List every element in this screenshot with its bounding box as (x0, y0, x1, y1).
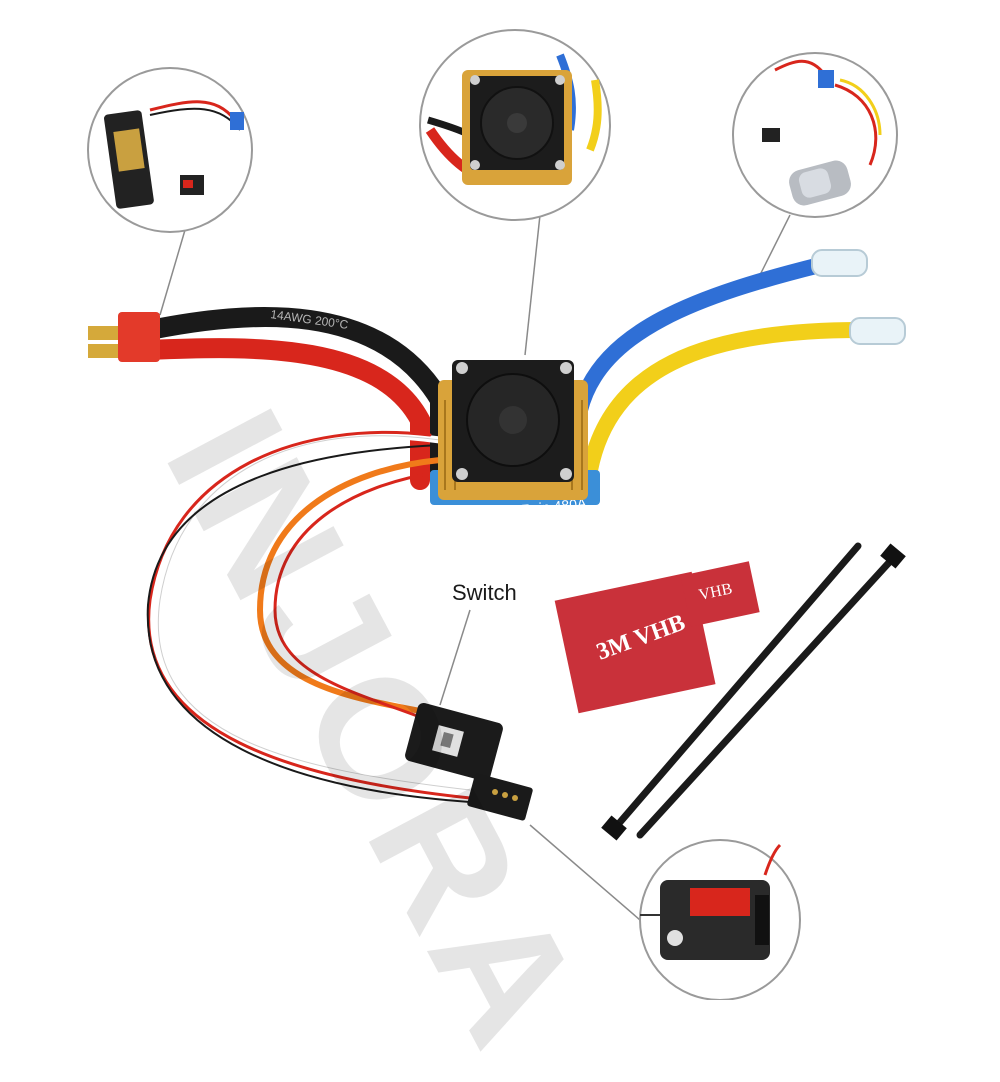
callout-lines (159, 214, 791, 921)
servo-plug (467, 773, 533, 821)
callout-battery (87, 67, 253, 233)
vhb-tape-large: 3M VHB (554, 571, 716, 714)
callout-receiver (639, 839, 801, 1000)
bullet-connectors (811, 249, 906, 345)
callout-motor (732, 52, 898, 218)
esc-switch (405, 702, 503, 782)
cable-ties (601, 542, 906, 841)
switch-label: Switch (452, 580, 517, 605)
esc-unit: New Rain 480A (430, 360, 600, 521)
signal-wires (146, 430, 474, 803)
callout-esc-detail (419, 29, 611, 221)
tape-text-small: VHB (697, 580, 734, 604)
motor-wires (572, 257, 868, 478)
vhb-tape-small: VHB (680, 561, 760, 627)
t-plug-connector (88, 312, 160, 362)
product-scene: New Rain 480A 14AWG 200°C 3M VHB VHB (87, 29, 906, 1000)
battery-wires (140, 306, 450, 490)
